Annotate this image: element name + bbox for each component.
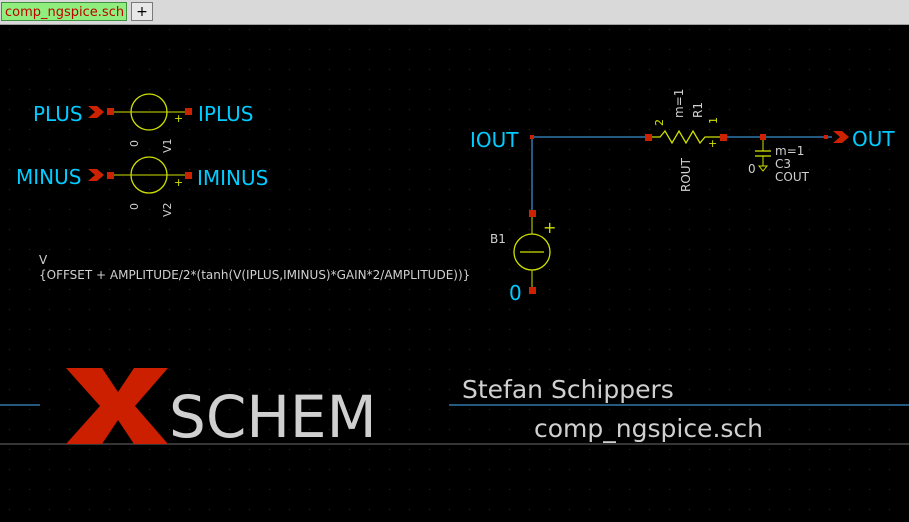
v1-source[interactable]: + 0 V1 (107, 93, 192, 153)
b1-plus-sign: + (543, 218, 556, 237)
logo-schem-text: SCHEM (169, 383, 377, 451)
b1-type-label: V (39, 253, 48, 267)
gnd-b1-label: 0 (509, 281, 522, 305)
title-filename: comp_ngspice.sch (534, 414, 763, 443)
author-name: Stefan Schippers (462, 375, 674, 404)
r1-name: R1 (691, 102, 705, 118)
iout-wire[interactable] (530, 135, 648, 212)
b1-expression: {OFFSET + AMPLITUDE/2*(tanh(V(IPLUS,IMIN… (39, 268, 470, 282)
minus-pin-label: MINUS (16, 165, 81, 189)
schematic-canvas[interactable]: + 0 V1 PLUS IPLUS + 0 V2 MINUS IMINUS IO… (0, 25, 909, 522)
b1-source[interactable]: + B1 (490, 210, 556, 294)
out-wire[interactable] (727, 134, 832, 140)
v2-plus-sign: + (174, 176, 183, 189)
out-pin[interactable]: OUT (833, 127, 895, 151)
plus-pin[interactable]: PLUS (33, 102, 104, 126)
add-tab-button[interactable]: + (131, 2, 153, 21)
v2-zero: 0 (128, 203, 141, 210)
v2-name: V2 (161, 202, 174, 217)
out-pin-label: OUT (852, 127, 895, 151)
c3-zero: 0 (748, 162, 756, 176)
v1-plus-sign: + (174, 112, 183, 125)
iout-label: IOUT (470, 128, 519, 152)
r1-m: m=1 (672, 89, 686, 118)
c3-capacitor[interactable]: 0 m=1 C3 COUT (748, 140, 810, 184)
r1-plus-sign: + (708, 137, 717, 150)
v1-name: V1 (161, 138, 174, 153)
tab-comp-ngspice[interactable]: comp_ngspice.sch (1, 2, 127, 21)
minus-pin[interactable]: MINUS (16, 165, 104, 189)
title-block: SCHEM Stefan Schippers comp_ngspice.sch (0, 368, 909, 451)
tab-bar: comp_ngspice.sch + (0, 0, 909, 25)
b1-name: B1 (490, 232, 506, 246)
r1-value: ROUT (679, 157, 693, 192)
r1-pin1: 1 (707, 117, 720, 124)
v2-source[interactable]: + 0 V2 (107, 156, 192, 217)
xschem-logo: SCHEM (66, 368, 377, 451)
c3-name: C3 (775, 157, 791, 171)
c3-m: m=1 (775, 144, 804, 158)
r1-resistor[interactable]: + 2 1 m=1 R1 ROUT (645, 89, 727, 192)
iplus-label: IPLUS (198, 102, 253, 126)
r1-pin2: 2 (653, 119, 666, 126)
c3-value: COUT (775, 170, 810, 184)
iminus-label: IMINUS (197, 166, 268, 190)
plus-pin-label: PLUS (33, 102, 83, 126)
v1-zero: 0 (128, 140, 141, 147)
logo-x-mark (66, 368, 168, 444)
